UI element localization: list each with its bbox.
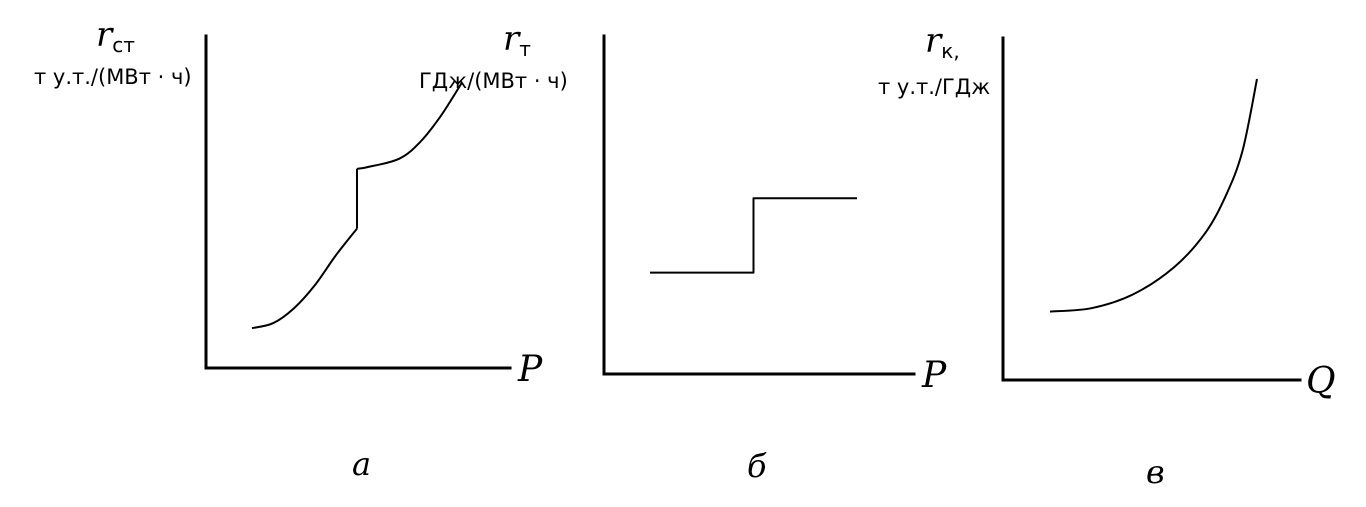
panel-a-xlabel: P [517,349,543,390]
panel-a-label: а [352,445,371,483]
panel-a-curves [251,81,463,330]
panel-c-curves [1049,78,1258,313]
panel-b-series-0-segment-0 [650,197,857,274]
panel-b-xlabel: P [921,355,947,396]
panel-a-ylabel-unit: т у.т./(МВт · ч) [34,65,192,89]
panel-b-label: б [747,447,767,485]
panel-a: rст т у.т./(МВт · ч) P а [34,15,543,483]
panel-b-ylabel-unit: ГДж/(МВт · ч) [419,69,568,93]
panel-a-series-0-segment-2 [356,81,463,170]
panel-b: rт ГДж/(МВт · ч) P б [419,19,947,485]
panel-b-ylabel: rт [503,19,531,61]
panel-c-xlabel: Q [1306,361,1336,402]
panel-c: rк, т у.т./ГДж Q в [878,21,1336,491]
panel-c-series-0-segment-0 [1049,78,1258,313]
panel-c-label: в [1146,453,1165,491]
panel-a-ylabel: rст [96,15,135,57]
panel-c-ylabel: rк, [925,21,960,63]
panel-c-ylabel-unit: т у.т./ГДж [878,75,990,99]
panel-a-series-0-segment-0 [251,227,358,330]
panel-b-curves [650,197,857,274]
